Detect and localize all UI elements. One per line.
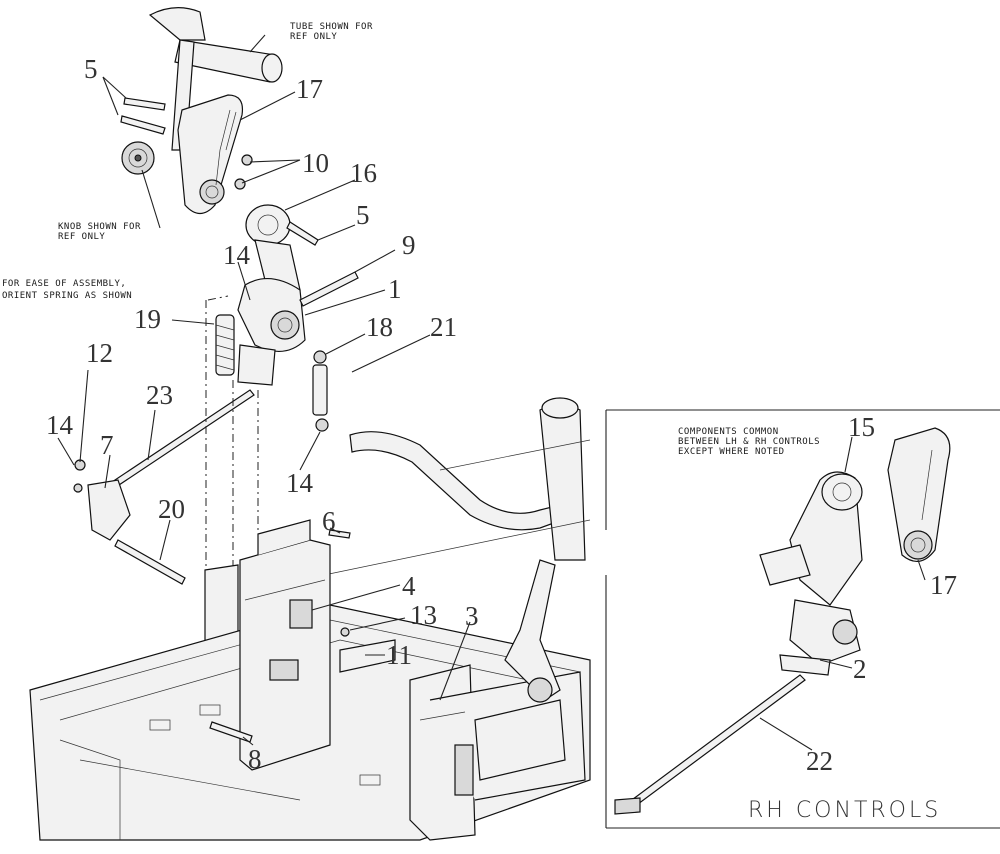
callout-9: 9 xyxy=(402,230,416,260)
knob xyxy=(121,141,155,175)
note-spring-line1: FOR EASE OF ASSEMBLY, xyxy=(2,279,126,289)
callout-16: 16 xyxy=(350,158,377,188)
callout-2: 2 xyxy=(853,654,867,684)
callout-22: 22 xyxy=(806,746,833,776)
alignment-lines xyxy=(205,295,259,575)
note-knob-line1: KNOB SHOWN FOR xyxy=(58,222,141,232)
callout-5-upper: 5 xyxy=(84,54,98,84)
callout-5-mid: 5 xyxy=(356,200,370,230)
callout-6: 6 xyxy=(322,506,336,536)
callout-21: 21 xyxy=(430,312,457,342)
callout-11: 11 xyxy=(386,640,412,670)
note-common-line1: COMPONENTS COMMON xyxy=(678,427,779,437)
bolt-and-pin xyxy=(286,221,359,307)
callout-17-upper: 17 xyxy=(296,74,323,104)
callout-10: 10 xyxy=(302,148,329,178)
callout-1: 1 xyxy=(388,274,402,304)
inset-title: RH CONTROLS xyxy=(748,798,941,823)
lever-bracket xyxy=(73,459,131,541)
callout-15: 15 xyxy=(848,412,875,442)
damper xyxy=(312,350,329,432)
callout-14-upper: 14 xyxy=(223,240,251,270)
note-tube-line1: TUBE SHOWN FOR xyxy=(290,22,373,32)
callout-17-inset: 17 xyxy=(930,570,957,600)
handle-tube xyxy=(148,7,283,151)
control-arm-bracket xyxy=(177,94,244,215)
cross-tube xyxy=(299,397,591,581)
callout-18: 18 xyxy=(366,312,393,342)
callout-19: 19 xyxy=(134,304,161,334)
rh-handle-main xyxy=(474,559,566,781)
rh-controls-inset: COMPONENTS COMMON BETWEEN LH & RH CONTRO… xyxy=(605,409,1000,829)
leader-lines xyxy=(57,34,471,746)
callout-4: 4 xyxy=(402,571,416,601)
callout-23: 23 xyxy=(146,380,173,410)
callout-13: 13 xyxy=(410,600,437,630)
mounting-box-left xyxy=(239,519,396,771)
pivot-mount xyxy=(237,204,306,386)
bolt-lower xyxy=(114,539,186,585)
nuts xyxy=(234,154,253,190)
callout-12: 12 xyxy=(86,338,113,368)
spring xyxy=(215,314,235,376)
note-common-line3: EXCEPT WHERE NOTED xyxy=(678,447,785,457)
note-tube-line2: REF ONLY xyxy=(290,32,337,42)
callout-7: 7 xyxy=(100,430,114,460)
linkage-rod xyxy=(99,389,255,496)
callout-14-left: 14 xyxy=(46,410,74,440)
note-spring-line2: ORIENT SPRING AS SHOWN xyxy=(2,291,132,301)
callout-3: 3 xyxy=(465,601,479,631)
note-knob-line2: REF ONLY xyxy=(58,232,105,242)
callout-20: 20 xyxy=(158,494,185,524)
callout-14-lower: 14 xyxy=(286,468,314,498)
note-common-line2: BETWEEN LH & RH CONTROLS xyxy=(678,437,820,447)
bolts-upper xyxy=(120,97,166,135)
callout-8: 8 xyxy=(248,744,262,774)
